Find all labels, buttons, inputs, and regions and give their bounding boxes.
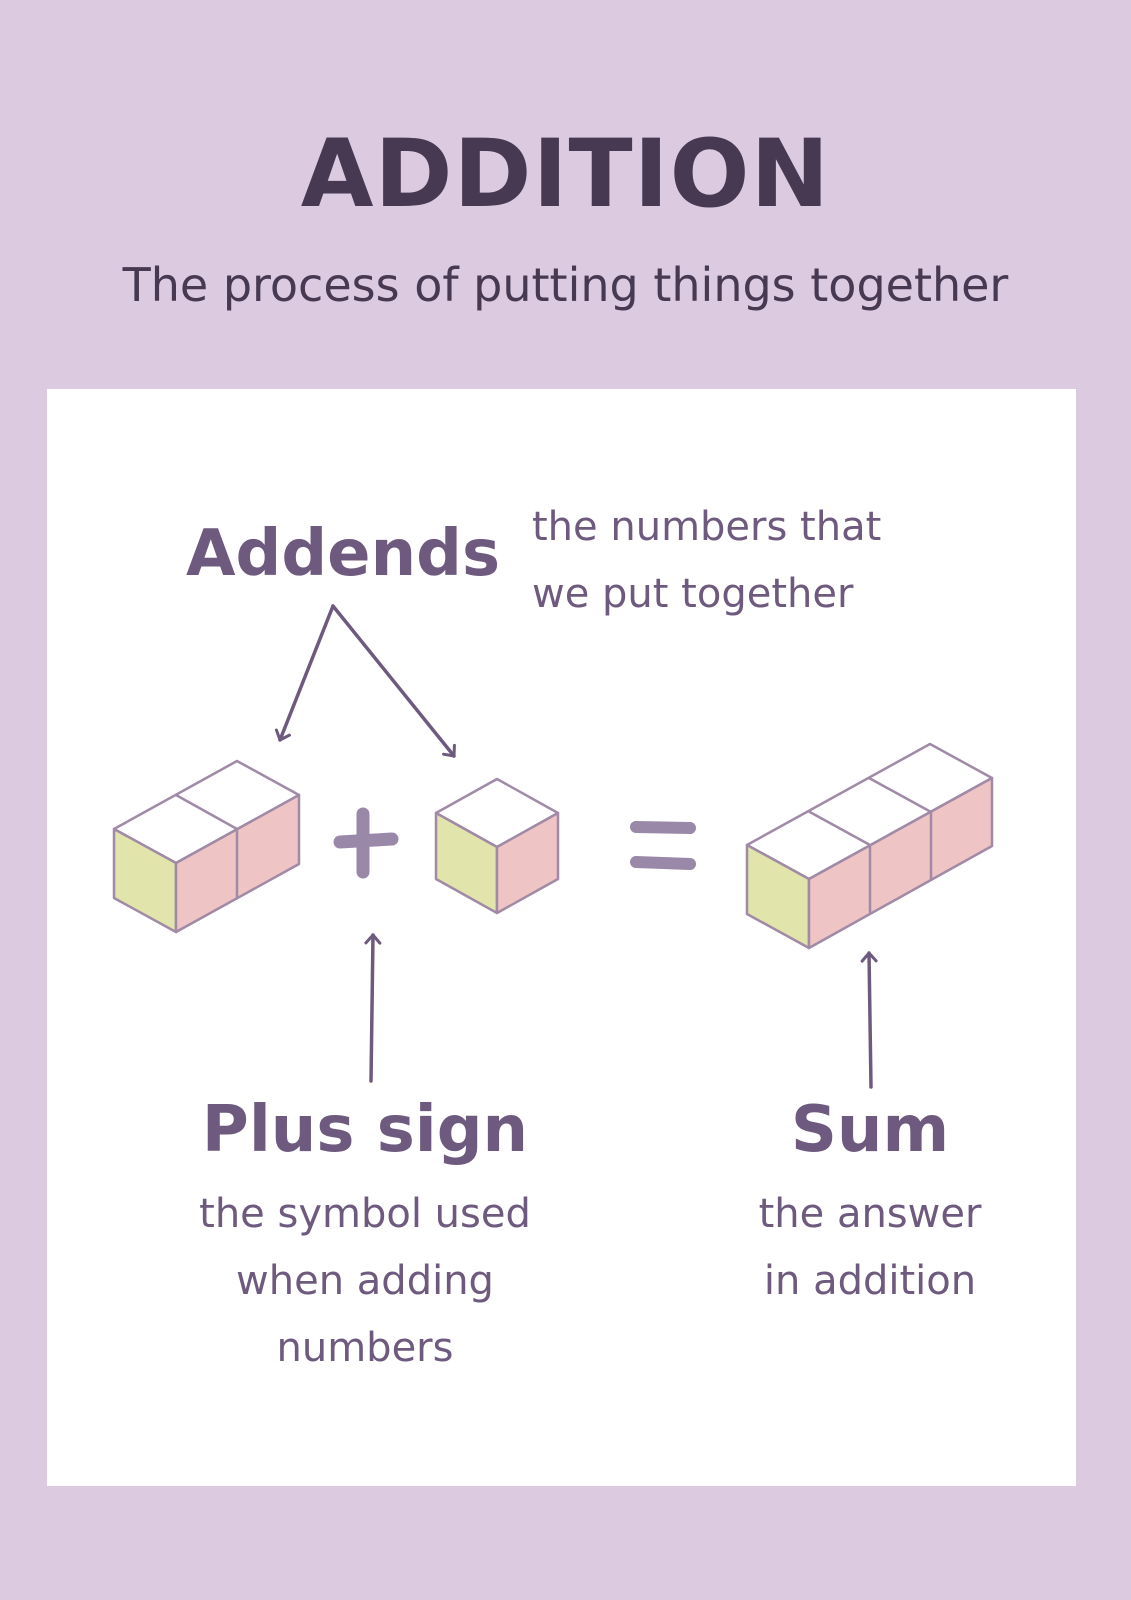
- equals-sign-symbol: [630, 821, 696, 870]
- arrow-to-plus-sign: [364, 933, 382, 1083]
- arrow-to-sum: [860, 951, 878, 1089]
- arrow-to-first-addend: [274, 604, 335, 742]
- addends-label: Addends: [186, 517, 501, 591]
- plus-sign-description-line: the symbol used: [199, 1191, 531, 1237]
- plus-sign-symbol: [333, 807, 399, 879]
- plus-sign-label: Plus sign: [201, 1093, 529, 1167]
- sum-description: the answer in addition: [700, 1181, 1040, 1315]
- page-subtitle: The process of putting things together: [122, 258, 1009, 312]
- page-title: ADDITION: [300, 120, 831, 229]
- sum-description-line: in addition: [763, 1258, 977, 1304]
- addends-description: the numbers that we put together: [532, 494, 881, 628]
- cube-pink-face: [495, 811, 560, 915]
- diagram-panel: [47, 389, 1076, 1486]
- plus-sign-description-line: when adding: [236, 1258, 494, 1304]
- addends-description-line: the numbers that: [532, 504, 882, 550]
- plus-sign-description-line: numbers: [276, 1325, 454, 1371]
- plus-sign-description: the symbol used when adding numbers: [155, 1181, 575, 1382]
- second-addend-cube: [434, 777, 560, 915]
- sum-cubes: [745, 742, 994, 950]
- addends-description-line: we put together: [532, 571, 854, 617]
- arrow-to-second-addend: [331, 604, 456, 758]
- addends-arrows: [274, 604, 456, 758]
- sum-label: Sum: [790, 1093, 950, 1167]
- first-addend-cubes: [112, 759, 301, 934]
- sum-description-line: the answer: [758, 1191, 982, 1237]
